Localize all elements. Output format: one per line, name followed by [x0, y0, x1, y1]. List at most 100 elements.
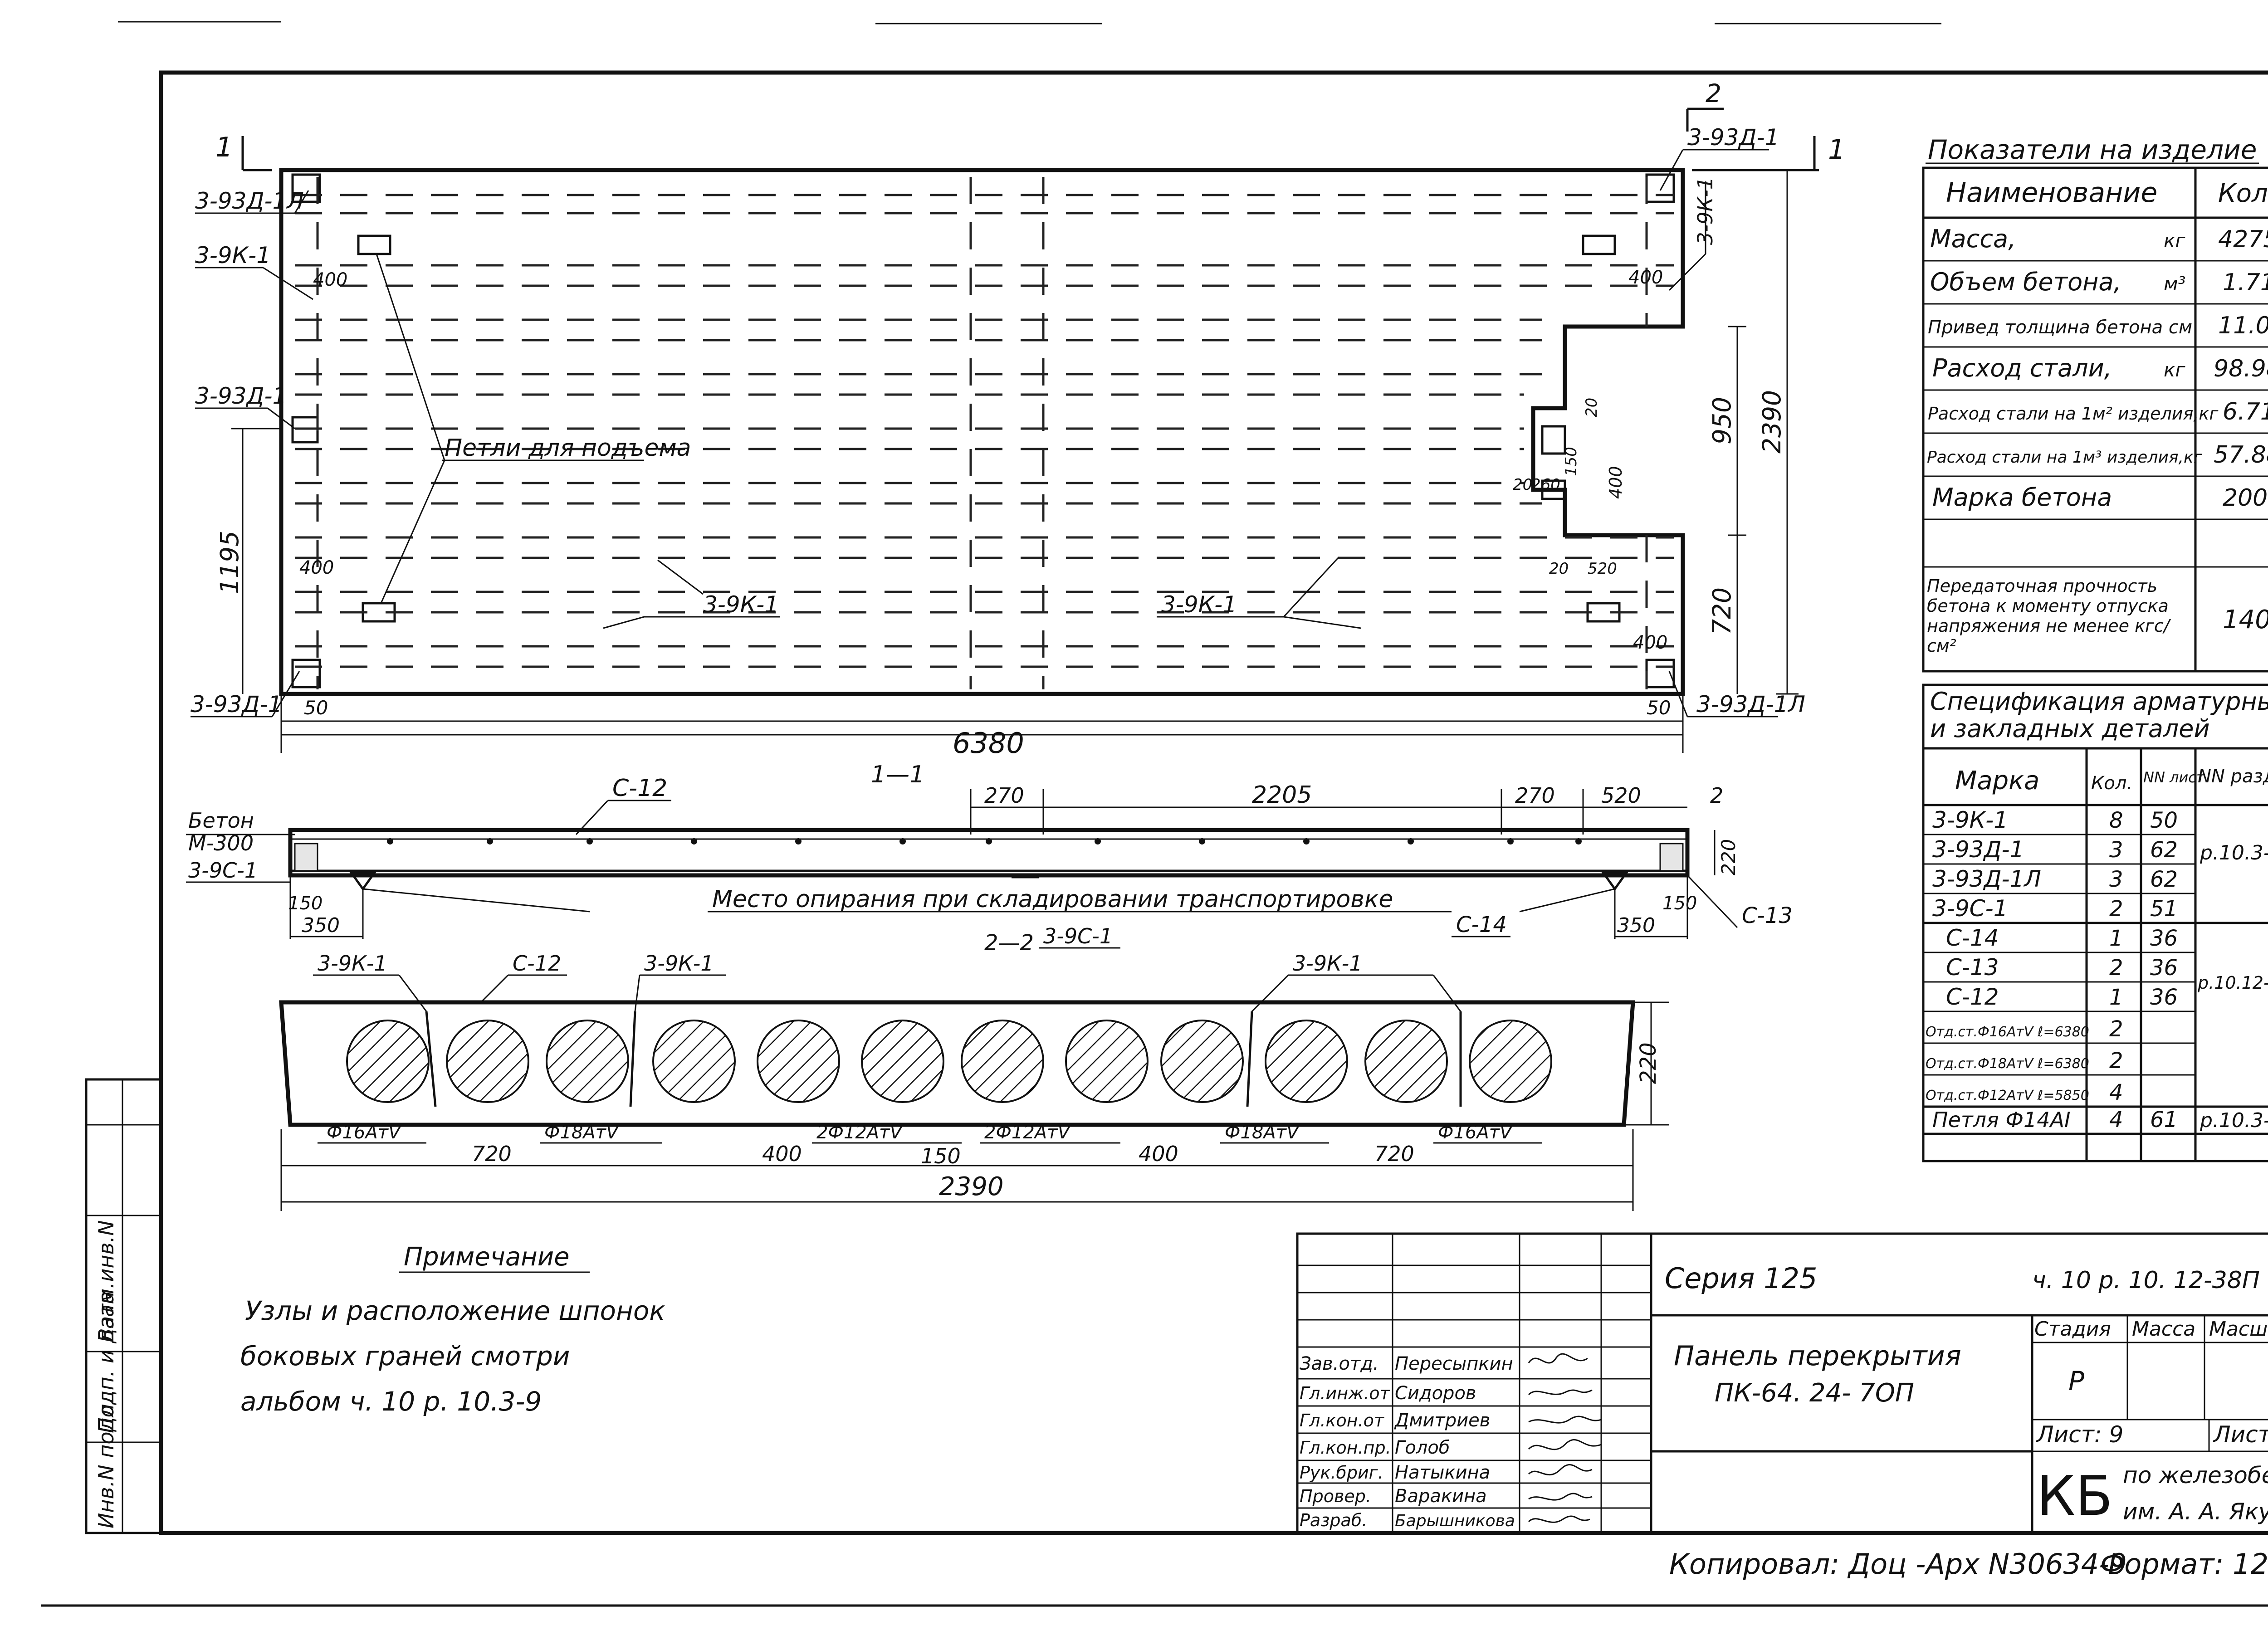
label-9k1-mid: 3-9К-1 [703, 591, 779, 618]
dim-20-a: 20 [1583, 398, 1601, 417]
section-mark-2: 2 [1706, 79, 1721, 108]
spec-title-1: Спецификация арматурных [1930, 687, 2268, 716]
label-c13: С-13 [1742, 903, 1793, 928]
spec-row-6-qty: 2 [2109, 955, 2123, 981]
spec-header-mark: Марка [1955, 766, 2039, 796]
spec-row-5-qty: 1 [2109, 926, 2123, 951]
tb-role-6: Провер. [1300, 1486, 1371, 1506]
ind-row-1-unit: кг [2164, 229, 2185, 252]
label-9k1-cs-c: 3-9К-1 [1293, 951, 1363, 976]
dim-2390: 2390 [1757, 390, 1786, 454]
support-note: Место опирания при складировании транспо… [712, 886, 1393, 913]
spec-header-section: NN раздел [2198, 766, 2268, 787]
spec-header-qty: Кол. [2091, 773, 2132, 794]
tb-doc-code: ч. 10 р. 10. 12-38П [2032, 1267, 2260, 1294]
tb-sheet: Лист: 9 [2036, 1421, 2123, 1448]
label-93d1-l: 3-93Д-1 [195, 383, 287, 409]
bar-label-5: Ф18АтV [1225, 1122, 1300, 1143]
label-9s1-cs: 3-9С-1 [1043, 924, 1113, 948]
label-9s1-ls: 3-9С-1 [188, 858, 258, 883]
spec-row-1-mark: 3-9К-1 [1932, 807, 2008, 833]
section-mark-right: 1 [1828, 134, 1845, 166]
dim-220-ls: 220 [1717, 839, 1740, 875]
label-lifting-loops: Петли для подъема [445, 434, 691, 462]
dim-520-ls: 520 [1601, 783, 1641, 808]
dim-950: 950 [1707, 397, 1736, 444]
dim-520: 520 [1588, 560, 1617, 578]
tb-name-1: Панель перекрытия [1674, 1340, 1961, 1372]
spec-title-2: и закладных деталей [1930, 714, 2210, 743]
side-stamp-inv: Инв.N подл. [94, 1397, 118, 1528]
label-9k1-cs-b: 3-9К-1 [644, 951, 714, 976]
tb-person-3: Дмитриев [1394, 1410, 1490, 1431]
dim-150: 150 [1562, 447, 1580, 476]
dim-400-tr: 400 [1628, 267, 1663, 288]
sheet-frame [159, 70, 2268, 1535]
spec-row-2-mark: 3-93Д-1 [1932, 836, 2024, 863]
spec-row-2-qty: 3 [2109, 837, 2123, 863]
tb-role-5: Рук.бриг. [1300, 1463, 1383, 1483]
ind-row-9-val: 140 [2223, 605, 2268, 635]
cs-dim-720-l: 720 [472, 1142, 512, 1166]
cs-dim-720-r: 720 [1374, 1142, 1414, 1166]
label-93d1-tr: 3-93Д-1 [1687, 124, 1779, 151]
dim-260: 260 [1531, 476, 1560, 494]
label-93d1-bl: 3-93Д-1 [191, 691, 282, 718]
spec-row-5-sheet: 36 [2150, 926, 2178, 951]
format: Формат: 12г [2100, 1547, 2268, 1581]
cs-dim-400-l: 400 [762, 1142, 802, 1166]
spec-section-1: р.10.3-9 [2200, 841, 2268, 864]
tb-org-line-2: им. А. А. Якушева [2123, 1499, 2268, 1525]
dim-350-l: 350 [302, 914, 340, 937]
ind-row-6-val: 57.88 [2214, 441, 2268, 469]
spec-row-11-sheet: 61 [2150, 1107, 2178, 1132]
bar-label-2: Ф18АтV [544, 1122, 620, 1143]
side-stamp-sign: Подп. и дата [94, 1291, 118, 1433]
spec-row-6-mark: С-13 [1946, 954, 1999, 981]
dim-270-r: 270 [1515, 783, 1555, 808]
spec-row-6-sheet: 36 [2150, 955, 2178, 981]
tb-role-2: Гл.инж.от [1300, 1383, 1391, 1403]
label-9k1-cs-a: 3-9К-1 [318, 951, 387, 976]
panel-plan: 1 1 2 3-93Д-1Л 3-9К-1 400 3-93Д-1 3-93Д-… [191, 79, 1845, 760]
title-block: Серия 125 ч. 10 р. 10. 12-38П Панель пер… [1296, 1232, 2268, 1534]
cs-height: 220 [1636, 1042, 1661, 1084]
spec-row-10-mark: Отд.ст.Ф12АтV ℓ=5850 [1926, 1088, 2089, 1103]
section-1-1-title: 1—1 [871, 761, 924, 788]
ind-row-1-name: Масса, [1930, 225, 2016, 253]
tb-scale-header: Масшт. [2209, 1318, 2268, 1341]
label-93d1l-br: 3-93Д-1Л [1696, 691, 1805, 718]
indicators-table: Показатели на изделие Наименование Кол. … [1922, 134, 2268, 673]
note-line-2: боковых граней смотри [240, 1341, 570, 1372]
dim-20-b: 20 [1513, 476, 1532, 494]
signature-4 [1528, 1439, 1602, 1450]
indicators-title: Показатели на изделие [1928, 134, 2257, 165]
spec-row-3-qty: 3 [2109, 867, 2123, 892]
ind-row-7-name: Марка бетона [1932, 483, 2112, 512]
signature-6 [1528, 1493, 1593, 1501]
spec-row-7-qty: 1 [2109, 985, 2123, 1010]
ind-row-2-name: Объем бетона, [1930, 268, 2121, 296]
ind-row-7-val: 200 [2223, 484, 2268, 512]
spec-row-4-qty: 2 [2109, 896, 2123, 922]
ind-row-4-unit: кг [2164, 359, 2185, 381]
dim-2205: 2205 [1252, 781, 1312, 809]
spec-row-3-mark: 3-93Д-1Л [1932, 866, 2041, 892]
ind-row-4-val: 98.98 [2214, 355, 2268, 382]
spec-header-sheet: NN лист. [2143, 769, 2209, 786]
label-beton: Бетон [188, 808, 254, 833]
cs-dim-150: 150 [921, 1144, 961, 1168]
ind-row-4-name: Расход стали, [1932, 354, 2112, 382]
bar-label-6: Ф16АтV [1438, 1122, 1513, 1143]
label-9k1-right: 3-9К-1 [1161, 591, 1237, 618]
dim-400-bl: 400 [299, 557, 334, 578]
copied-by: Копировал: Доц -Арх N30634-9 [1669, 1547, 2127, 1581]
dim-400-notch: 400 [1606, 466, 1626, 499]
dim-400-br: 400 [1633, 632, 1667, 653]
label-93d1l-tl: 3-93Д-1Л [195, 188, 304, 214]
dim-50-l: 50 [304, 697, 328, 719]
section-2-2-title: 2—2 [984, 930, 1034, 956]
spec-row-3-sheet: 62 [2150, 867, 2178, 892]
tb-stage-value: Р [2068, 1366, 2084, 1396]
